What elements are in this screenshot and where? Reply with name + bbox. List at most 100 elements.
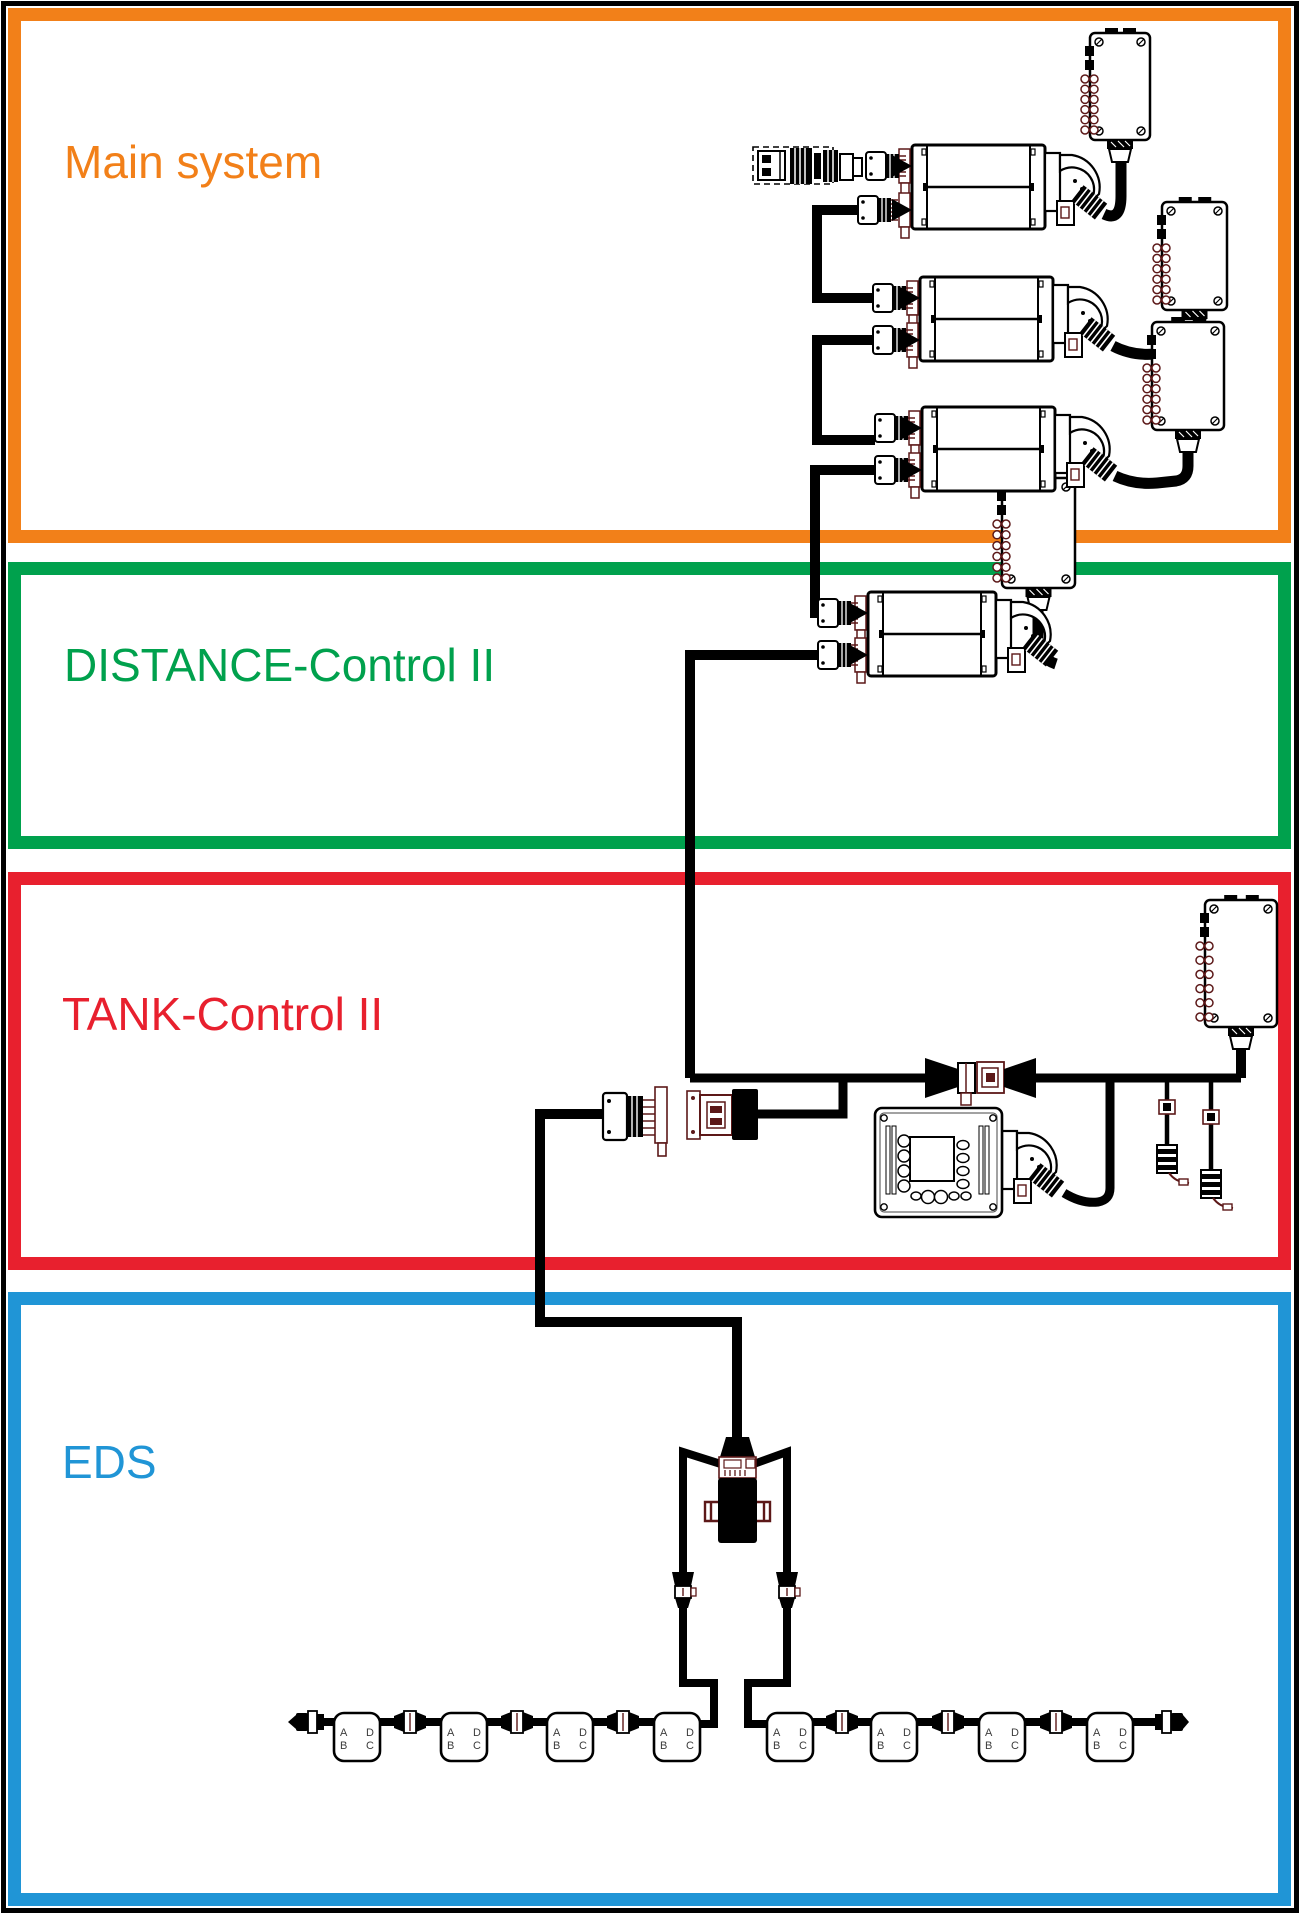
svg-text:B: B (447, 1740, 454, 1752)
distance-control-label: DISTANCE-Control II (64, 639, 495, 691)
svg-text:A: A (447, 1727, 455, 1739)
distance-module-plug-upper (817, 595, 868, 642)
svg-text:D: D (799, 1727, 807, 1739)
iso-connector-assembly (752, 146, 863, 185)
display-button (956, 1165, 970, 1177)
inline-coupler-pair (925, 1058, 1036, 1106)
main-system-box (8, 8, 1291, 543)
svg-text:D: D (366, 1727, 374, 1739)
module-1-plug-upper (865, 148, 912, 195)
tank-display-unit (873, 1106, 1004, 1219)
svg-text:D: D (1119, 1727, 1127, 1739)
junction-box-tank (1195, 895, 1279, 1050)
svg-text:D: D (686, 1727, 694, 1739)
distance-module-elbow-connector (994, 598, 1059, 673)
bracket-detail (762, 155, 771, 163)
display-button (897, 1134, 911, 1148)
cable-module3-junctionbox (1112, 452, 1194, 489)
module-3-plug-upper (874, 410, 922, 457)
svg-text:A: A (985, 1727, 993, 1739)
harness-coupler-black (686, 1089, 758, 1140)
display-button (897, 1179, 911, 1193)
svg-text:B: B (340, 1740, 347, 1752)
distance-module-plug-lower (817, 637, 868, 684)
eds-drop-connector (776, 1572, 801, 1608)
harness-coupler-pair (601, 1086, 758, 1157)
cable-module3-to-distance-module (810, 465, 875, 618)
svg-text:D: D (473, 1727, 481, 1739)
eds-drop-right (744, 1606, 791, 1728)
tank-branch-to-coupler (758, 1078, 848, 1119)
display-button (956, 1152, 970, 1164)
eds-distributor (703, 1437, 772, 1543)
optional-part-outline (752, 146, 834, 185)
nozzle-valve: AB DC (439, 1711, 489, 1763)
svg-text:A: A (877, 1727, 885, 1739)
svg-text:B: B (553, 1740, 560, 1752)
tank-control-box (8, 872, 1291, 1270)
module-1 (910, 143, 1047, 231)
svg-text:A: A (340, 1727, 348, 1739)
svg-text:C: C (366, 1740, 374, 1752)
svg-text:A: A (660, 1727, 668, 1739)
module-1-elbow-connector (1043, 151, 1108, 226)
svg-text:B: B (985, 1740, 992, 1752)
svg-text:D: D (903, 1727, 911, 1739)
module-1-plug-lower (857, 192, 912, 239)
harness-coupler-white (601, 1086, 668, 1157)
coupler-boot-right (1004, 1058, 1036, 1098)
distributor-plug-boot (720, 1437, 755, 1457)
svg-text:A: A (773, 1727, 781, 1739)
row-terminator-left (288, 1710, 324, 1734)
module-3-plug-lower (874, 452, 922, 499)
nozzle-valve: AB DC (977, 1711, 1027, 1763)
distributor-hook-left (703, 1500, 718, 1523)
display-screen (909, 1136, 955, 1182)
eds-drop-left (679, 1606, 718, 1728)
cable-module1-to-module2 (812, 205, 873, 303)
svg-text:C: C (1011, 1740, 1019, 1752)
nozzle-row-connector (1040, 1710, 1072, 1734)
svg-text:B: B (877, 1740, 884, 1752)
row-terminator-right (1155, 1710, 1189, 1734)
display-elbow-connector (1000, 1129, 1065, 1204)
nozzle-valve: AB DC (332, 1711, 382, 1763)
display-button (897, 1164, 911, 1178)
distance-module (866, 590, 998, 678)
eds-branch-left (679, 1446, 726, 1574)
svg-text:B: B (773, 1740, 780, 1752)
tank-sensor-2 (1200, 1109, 1234, 1211)
cable-module1-junctionbox (1101, 162, 1127, 222)
nozzle-row-connector (932, 1710, 964, 1734)
svg-text:B: B (1093, 1740, 1100, 1752)
module-2 (918, 275, 1055, 363)
eds-label: EDS (62, 1436, 157, 1488)
display-button (956, 1139, 970, 1151)
svg-text:D: D (579, 1727, 587, 1739)
eds-box (8, 1292, 1291, 1906)
bracket-detail (762, 168, 771, 176)
cable-display-branch (1061, 1078, 1115, 1207)
module-3 (920, 405, 1057, 493)
svg-text:C: C (473, 1740, 481, 1752)
main-system-label: Main system (64, 136, 322, 188)
distributor-hook-right (757, 1500, 772, 1523)
eds-branch-right (749, 1446, 791, 1574)
display-button (897, 1149, 911, 1163)
svg-text:C: C (686, 1740, 694, 1752)
svg-text:D: D (1011, 1727, 1019, 1739)
tank-control-label: TANK-Control II (62, 988, 383, 1040)
nozzle-valve: AB DC (765, 1711, 815, 1763)
coupler-boot-left (925, 1058, 958, 1098)
svg-text:C: C (799, 1740, 807, 1752)
tank-sensor-1 (1156, 1099, 1190, 1186)
cable-distance-to-tank (685, 650, 818, 1078)
distributor-body (718, 1478, 757, 1543)
